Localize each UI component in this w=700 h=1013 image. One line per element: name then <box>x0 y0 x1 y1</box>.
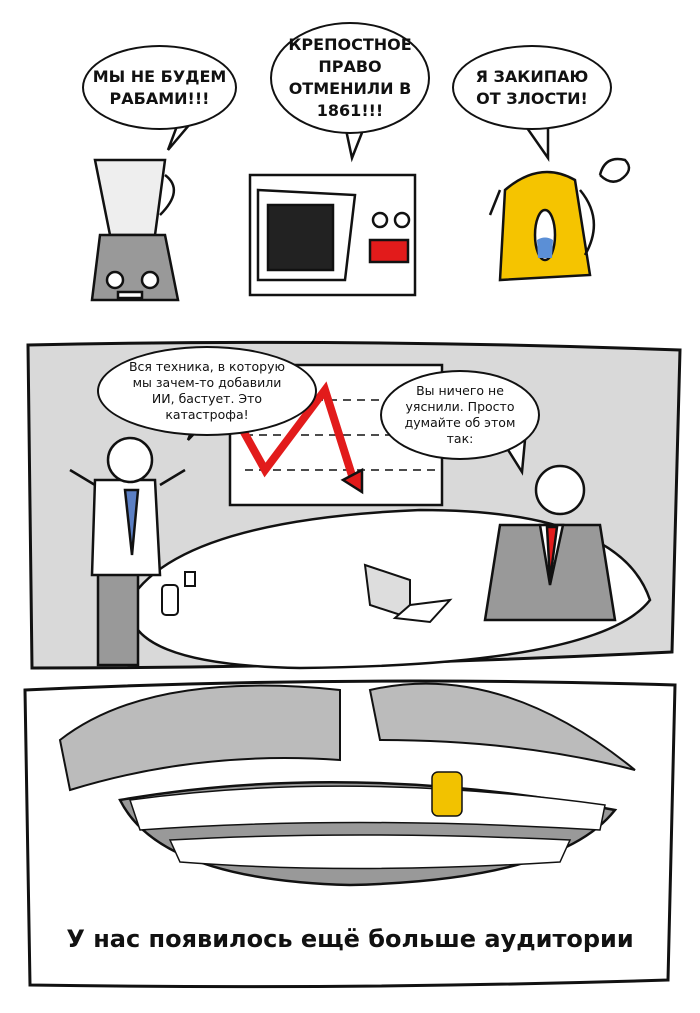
employee-drawing <box>69 436 186 667</box>
boss-speech-bubble: Вы ничего не уяснили. Просто думайте об … <box>380 370 540 460</box>
blender-speech-bubble: МЫ НЕ БУДЕМ РАБАМИ!!! <box>82 45 237 130</box>
kettle-speech-bubble: Я ЗАКИПАЮ ОТ ЗЛОСТИ! <box>452 45 612 130</box>
gold-tooth <box>431 771 463 817</box>
microwave-drawing <box>248 173 417 297</box>
mustache-left <box>58 684 341 792</box>
blender-drawing <box>90 158 180 302</box>
boss-drawing <box>483 464 617 622</box>
kettle-drawing <box>488 157 631 282</box>
bottle-drawing <box>161 571 196 616</box>
mustache-right <box>368 682 636 771</box>
microwave-speech-bubble: КРЕПОСТНОЕ ПРАВО ОТМЕНИЛИ В 1861!!! <box>270 22 430 134</box>
caption: У нас появилось ещё больше аудитории <box>66 925 634 953</box>
teeth <box>129 785 606 870</box>
employee-speech-bubble: Вся техника, в которую мы зачем-то добав… <box>97 346 317 436</box>
laptop-drawing <box>363 563 453 624</box>
